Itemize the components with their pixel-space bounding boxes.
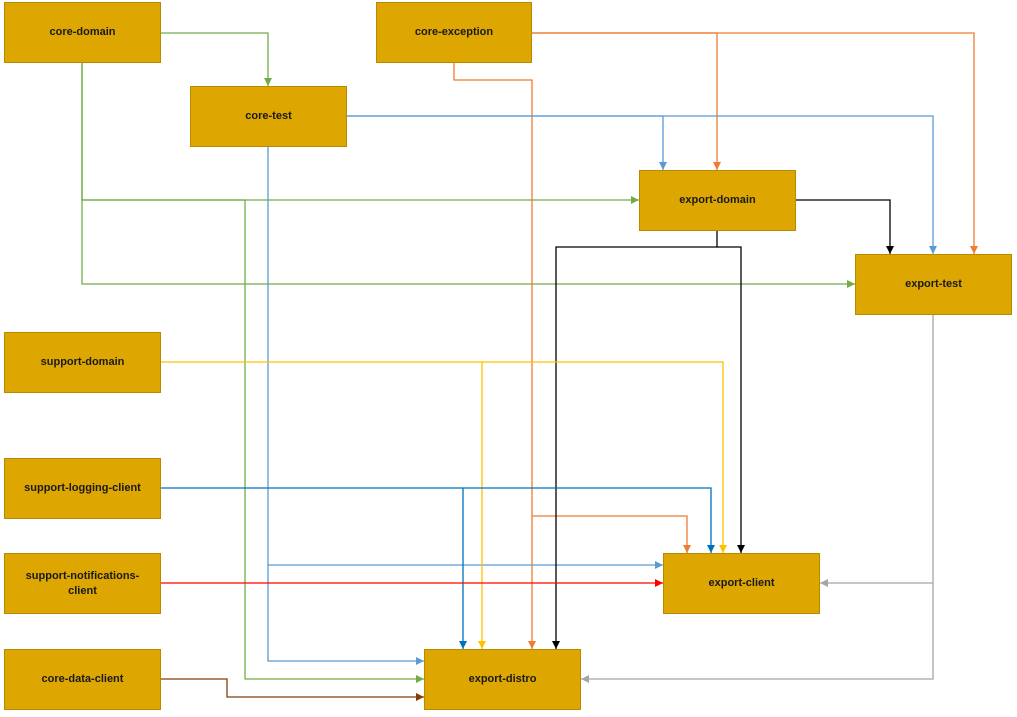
edge-export-domain-to-export-test — [796, 199, 894, 254]
edge-export-test-to-export-distro — [581, 583, 934, 683]
node-core-test[interactable]: core-test — [190, 86, 347, 147]
edge-support-logging-client-to-export-client — [463, 487, 715, 553]
node-export-domain[interactable]: export-domain — [639, 170, 796, 231]
edge-export-domain-to-export-distro — [552, 231, 718, 649]
edge-core-exception-to-export-client — [532, 515, 691, 553]
edge-core-exception-to-export-test — [532, 32, 978, 254]
node-core-exception[interactable]: core-exception — [376, 2, 532, 63]
edges-layer — [81, 32, 978, 701]
node-export-distro[interactable]: export-distro — [424, 649, 581, 710]
edge-support-domain-to-export-client — [482, 361, 727, 553]
edge-support-domain-to-export-distro — [161, 361, 486, 649]
node-label: core-domain — [49, 26, 116, 39]
node-support-logging-client[interactable]: support-logging-client — [4, 458, 161, 519]
edge-core-exception-to-export-distro — [453, 63, 536, 649]
edge-core-domain-to-export-distro — [82, 199, 424, 683]
edge-support-logging-client-to-export-distro — [161, 487, 467, 649]
edge-core-test-to-export-domain — [347, 115, 667, 170]
node-export-test[interactable]: export-test — [855, 254, 1012, 315]
edge-export-domain-to-export-client — [717, 246, 745, 553]
edge-core-test-to-export-distro — [267, 565, 424, 665]
node-label: support-domain — [40, 356, 125, 369]
node-label: export-domain — [679, 194, 756, 207]
edge-core-data-client-to-export-distro — [161, 678, 424, 701]
node-core-domain[interactable]: core-domain — [4, 2, 161, 63]
node-label: core-exception — [414, 26, 494, 39]
node-label: export-client — [708, 577, 775, 590]
node-label: core-test — [245, 110, 292, 123]
node-label: support-notifications- client — [25, 569, 140, 597]
edge-core-domain-to-export-test — [81, 63, 855, 288]
edge-core-test-to-export-test — [347, 115, 937, 254]
node-export-client[interactable]: export-client — [663, 553, 820, 614]
edge-core-test-to-export-client — [267, 147, 663, 569]
node-support-domain[interactable]: support-domain — [4, 332, 161, 393]
node-label: export-distro — [468, 673, 537, 686]
edge-core-domain-to-core-test — [161, 32, 272, 86]
node-core-data-client[interactable]: core-data-client — [4, 649, 161, 710]
edge-core-exception-to-export-domain — [532, 32, 721, 170]
edge-export-test-to-export-client — [820, 315, 934, 587]
node-label: support-logging-client — [24, 482, 141, 495]
edge-core-domain-to-export-domain — [81, 63, 639, 204]
node-label: core-data-client — [41, 673, 124, 686]
node-label: export-test — [905, 278, 962, 291]
node-support-notifications-client[interactable]: support-notifications- client — [4, 553, 161, 614]
